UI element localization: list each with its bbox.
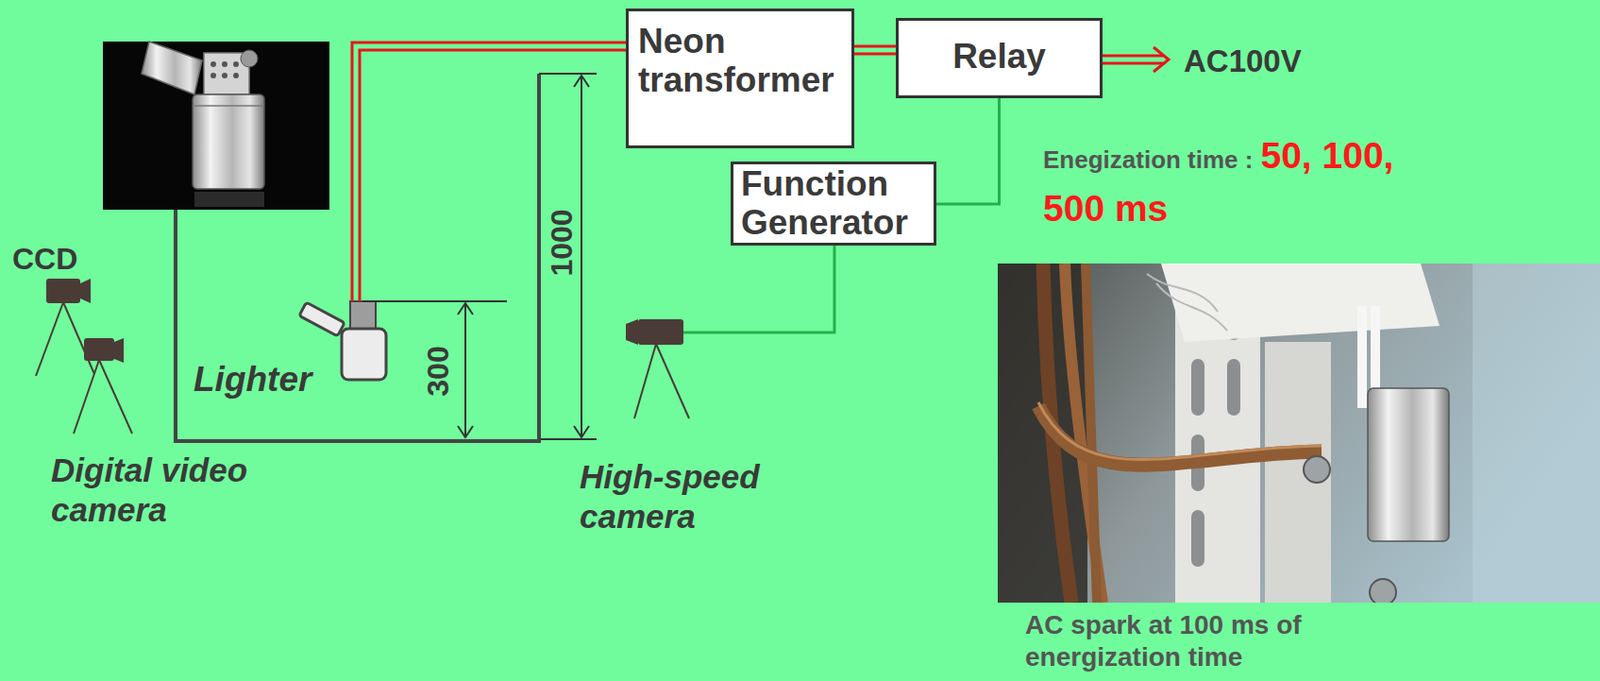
- dimension-1000: [538, 73, 597, 439]
- trigger-wire: [683, 244, 835, 333]
- mains-arrow: [1102, 47, 1169, 72]
- spark-photo-part: [1191, 509, 1205, 567]
- spark-photo-part: [1264, 341, 1331, 603]
- spark-photo-part: [997, 263, 1600, 603]
- generator-box: Function Generator: [730, 161, 937, 246]
- control-connector: [936, 98, 1000, 204]
- high-speed-camera: [625, 319, 690, 419]
- transformer-box: Neon transformer: [625, 8, 855, 149]
- box-label: Relay: [908, 37, 1091, 77]
- mains-arrow-part: [1153, 47, 1169, 72]
- spark-photo-part: [1038, 402, 1322, 460]
- wire-line: [936, 98, 1000, 204]
- camera-label: Digital video camera: [50, 450, 297, 530]
- lighter-photo-part: [233, 61, 239, 68]
- power-connector: [854, 46, 896, 54]
- wire-line: [854, 52, 896, 56]
- video-camera-part: [73, 359, 100, 434]
- lighter-photo-part: [102, 41, 330, 210]
- hv-wire-part: [352, 42, 626, 302]
- dimension-300-part: [457, 303, 473, 315]
- lighter-photo-part: [233, 72, 239, 79]
- video-camera-part: [99, 359, 133, 434]
- dimension-1000-part: [580, 75, 583, 438]
- box-label: Function Generator: [741, 165, 927, 242]
- dimension-1000-part: [573, 425, 590, 438]
- lighter-photo-part: [141, 41, 203, 95]
- ccd-camera-part: [80, 278, 91, 304]
- lighter-photo-part: [221, 72, 228, 79]
- mains-arrow-part: [1102, 54, 1163, 58]
- test-frame-part: [175, 73, 539, 441]
- lighter-label: Lighter: [193, 360, 312, 400]
- hv-wire-part: [359, 50, 626, 302]
- video-camera-part: [114, 337, 124, 363]
- ccd-camera: [35, 278, 95, 376]
- high-speed-camera-part: [625, 319, 639, 345]
- spark-photo-part: [1191, 358, 1205, 416]
- spark-photo-part: [1085, 263, 1097, 603]
- mains-arrow-part: [1102, 62, 1163, 66]
- hv-wire: [352, 42, 626, 302]
- dimension-label: 1000: [545, 208, 576, 276]
- spark-photo-part: [1367, 387, 1449, 541]
- spark-photo-part: [1369, 578, 1397, 603]
- spark-photo: [997, 263, 1600, 603]
- spark-photo-part: [1064, 263, 1103, 603]
- spark-photo-part: [1146, 273, 1228, 331]
- supply-label: AC100V: [1183, 44, 1302, 79]
- spark-photo-part: [1472, 263, 1600, 603]
- energization-caption: Enegization time :: [1043, 145, 1253, 174]
- lighter-photo: [102, 41, 330, 210]
- ccd-camera-part: [35, 302, 64, 376]
- dimension-1000-part: [538, 72, 597, 75]
- dimension-300-part: [457, 425, 473, 438]
- dimension-label: 300: [421, 345, 453, 396]
- energization-note: Enegization time :50, 100, 500 ms: [1043, 133, 1431, 239]
- photo-caption: AC spark at 100 ms of energization time: [1025, 608, 1403, 673]
- lighter-icon-part: [299, 302, 345, 337]
- lighter-photo-part: [194, 191, 265, 207]
- spark-photo-part: [1227, 358, 1241, 416]
- spark-photo-part: [1161, 263, 1440, 342]
- high-speed-camera-part: [634, 343, 657, 419]
- dimension-1000-part: [573, 75, 590, 87]
- lighter-icon-part: [341, 328, 387, 380]
- lighter-photo-part: [221, 61, 228, 68]
- lighter-photo-part: [192, 94, 265, 189]
- lighter-icon-part: [350, 301, 376, 331]
- dimension-300-part: [464, 303, 467, 438]
- lighter-photo-part: [240, 50, 258, 68]
- dimension-300-part: [362, 300, 507, 303]
- lighter-photo-part: [210, 72, 217, 79]
- lighter-photo-part: [192, 104, 265, 107]
- wire-line: [854, 45, 896, 49]
- ccd-camera-part: [46, 278, 81, 304]
- box-label: Neon transformer: [638, 22, 843, 100]
- lighter-photo-part: [210, 61, 217, 68]
- spark-photo-part: [1303, 455, 1331, 483]
- trigger-wire-part: [683, 244, 835, 333]
- camera-label: High-speed camera: [579, 456, 807, 537]
- spark-photo-part: [1357, 305, 1367, 408]
- video-camera-part: [84, 337, 115, 361]
- lighter-icon: [299, 301, 387, 380]
- video-camera: [73, 337, 133, 434]
- camera-label: CCD: [12, 242, 78, 276]
- high-speed-camera-part: [656, 343, 690, 419]
- dimension-300: [362, 301, 507, 438]
- dimension-1000-part: [540, 437, 597, 440]
- relay-box: Relay: [895, 17, 1103, 99]
- test-frame: [175, 73, 539, 441]
- high-speed-camera-part: [638, 319, 684, 345]
